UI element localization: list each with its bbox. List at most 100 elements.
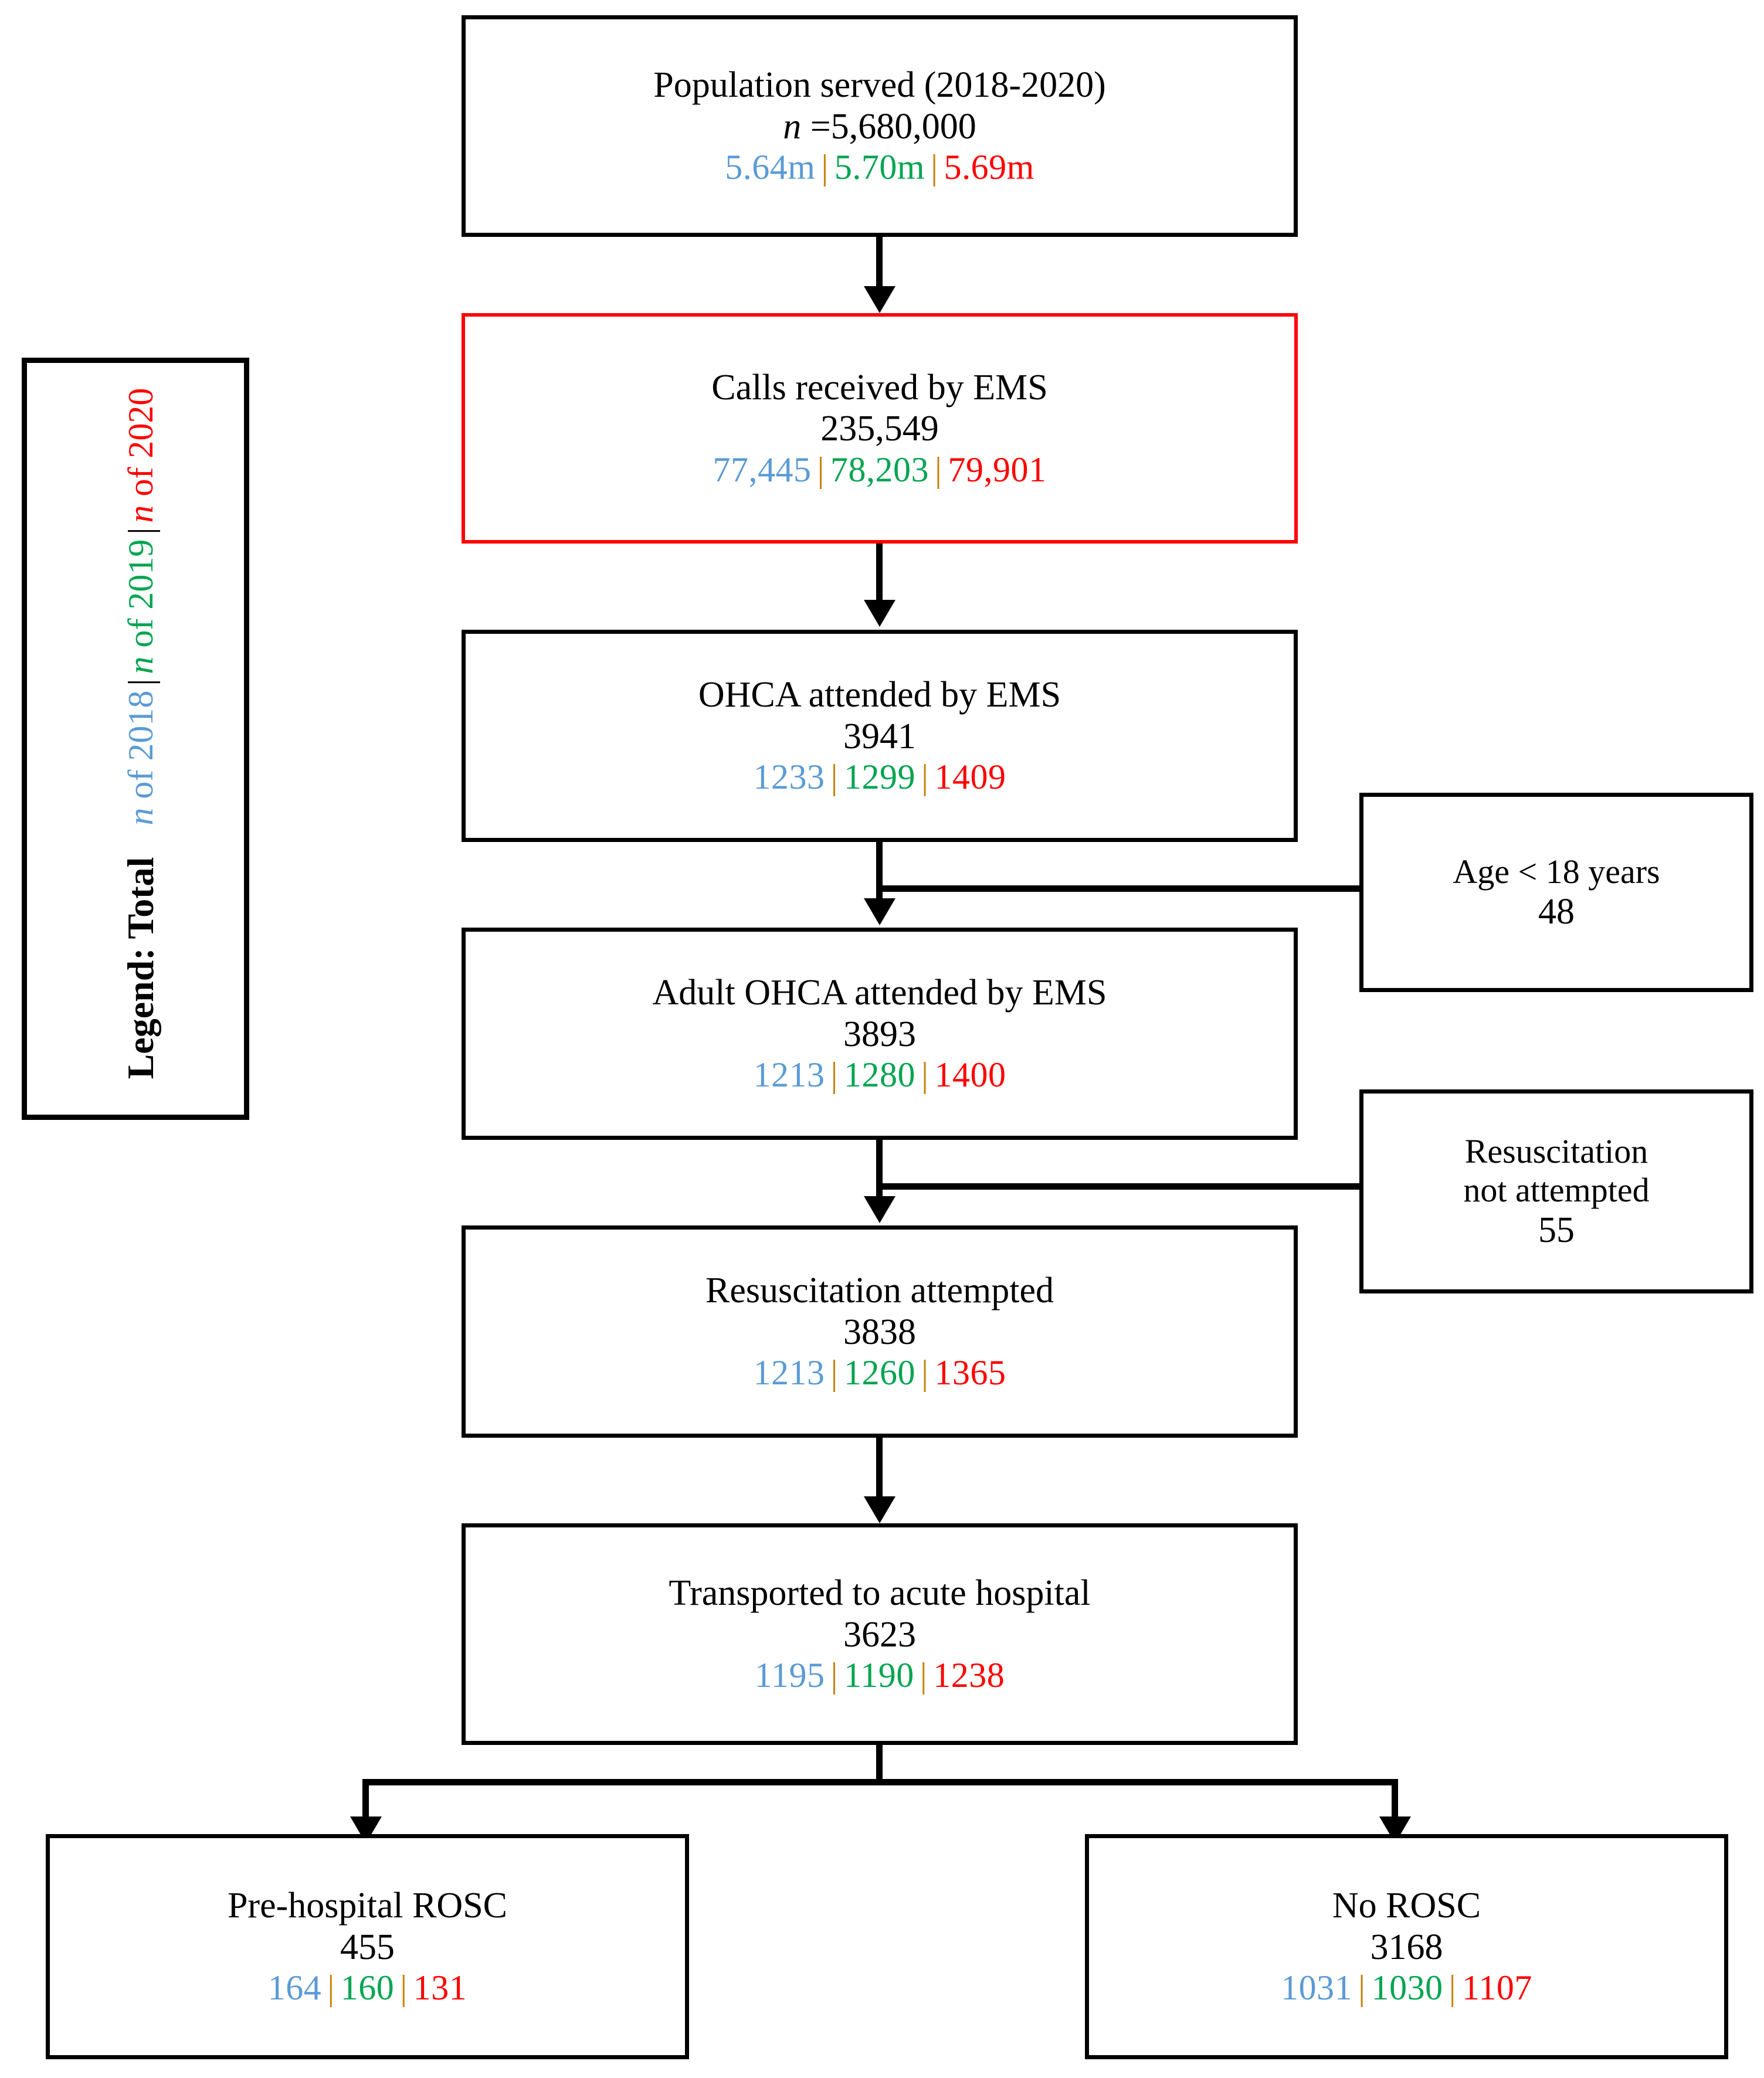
connector-calls-to-ohca bbox=[876, 544, 883, 605]
connector-outcome-split-bar bbox=[362, 1779, 1398, 1785]
legend-separator-2: | bbox=[121, 527, 160, 535]
connector-split-right bbox=[1392, 1779, 1398, 1825]
transported-2018: 1195 bbox=[754, 1656, 825, 1695]
node-age-under-18: Age < 18 years 48 bbox=[1359, 793, 1753, 992]
legend-box: Legend: Total n of 2018|n of 2019|n of 2… bbox=[22, 358, 249, 1120]
prehospital-rosc-title: Pre-hospital ROSC bbox=[227, 1886, 508, 1926]
arrowhead-resus-to-transported bbox=[864, 1496, 895, 1523]
calls-sep-1: | bbox=[817, 450, 825, 489]
ohca-sep-2: | bbox=[921, 758, 929, 797]
prehospital-rosc-2018: 164 bbox=[267, 1968, 322, 2008]
transported-title: Transported to acute hospital bbox=[669, 1573, 1091, 1614]
transported-2020: 1238 bbox=[933, 1656, 1005, 1695]
resus-not-attempted-title-2: not attempted bbox=[1463, 1170, 1650, 1209]
transported-2019: 1190 bbox=[844, 1656, 914, 1695]
no-rosc-by-year: 1031|1030|1107 bbox=[1281, 1968, 1532, 2008]
node-calls-received: Calls received by EMS 235,549 77,445|78,… bbox=[462, 313, 1298, 544]
calls-total: 235,549 bbox=[820, 409, 939, 449]
connector-ohca-to-adult bbox=[876, 842, 883, 903]
connector-split-left bbox=[362, 1779, 369, 1825]
legend-content: Legend: Total n of 2018|n of 2019|n of 2… bbox=[27, 352, 255, 1115]
adult-ohca-by-year: 1213|1280|1400 bbox=[753, 1055, 1006, 1095]
resus-attempted-2019: 1260 bbox=[844, 1353, 915, 1393]
arrowhead-ohca-to-adult bbox=[864, 898, 895, 925]
legend-years: n of 2018 | n of 2019 | n of 2020 bbox=[121, 388, 161, 826]
prehospital-rosc-sep-2: | bbox=[400, 1968, 408, 2008]
arrowhead-calls-to-ohca bbox=[864, 600, 895, 627]
population-sep-1: | bbox=[821, 148, 829, 187]
ohca-sep-1: | bbox=[830, 758, 838, 797]
population-2018: 5.64m bbox=[725, 148, 816, 187]
ohca-by-year: 1233|1299|1409 bbox=[753, 757, 1006, 797]
prehospital-rosc-sep-1: | bbox=[327, 1968, 335, 2008]
population-total: n =5,680,000 bbox=[783, 106, 976, 147]
node-transported-to-hospital: Transported to acute hospital 3623 1195|… bbox=[462, 1523, 1298, 1745]
calls-sep-2: | bbox=[935, 450, 942, 489]
arrowhead-population-to-calls bbox=[864, 286, 895, 313]
ohca-2019: 1299 bbox=[844, 758, 915, 797]
legend-separator-1: | bbox=[121, 678, 160, 686]
node-prehospital-rosc: Pre-hospital ROSC 455 164|160|131 bbox=[46, 1834, 689, 2059]
adult-ohca-title: Adult OHCA attended by EMS bbox=[652, 973, 1107, 1013]
node-population-served: Population served (2018-2020) n =5,680,0… bbox=[462, 15, 1298, 237]
population-by-year: 5.64m|5.70m|5.69m bbox=[725, 147, 1034, 187]
adult-ohca-2018: 1213 bbox=[753, 1055, 825, 1095]
calls-title: Calls received by EMS bbox=[711, 367, 1048, 408]
legend-heading-line2: Total bbox=[119, 857, 161, 939]
age-under-18-total: 48 bbox=[1538, 891, 1575, 932]
connector-transported-stem bbox=[876, 1745, 883, 1784]
legend-heading-line1: Legend: bbox=[119, 948, 161, 1079]
calls-2020: 79,901 bbox=[948, 450, 1047, 489]
connector-adult-to-resus bbox=[876, 1140, 883, 1201]
calls-2019: 78,203 bbox=[830, 450, 929, 489]
resus-attempted-sep-1: | bbox=[830, 1353, 838, 1393]
resus-attempted-title: Resuscitation attempted bbox=[705, 1271, 1054, 1311]
node-adult-ohca: Adult OHCA attended by EMS 3893 1213|128… bbox=[462, 928, 1298, 1140]
age-under-18-title: Age < 18 years bbox=[1453, 852, 1660, 891]
transported-sep-2: | bbox=[920, 1656, 928, 1695]
connector-resus-to-transported bbox=[876, 1438, 883, 1502]
arrowhead-adult-to-resus bbox=[864, 1196, 895, 1223]
population-2020: 5.69m bbox=[944, 148, 1034, 187]
legend-n-2019: n of 2019 bbox=[121, 539, 160, 674]
ohca-2018: 1233 bbox=[753, 758, 825, 797]
ohca-2020: 1409 bbox=[934, 758, 1006, 797]
legend-n-2018: n of 2018 bbox=[121, 690, 160, 826]
transported-total: 3623 bbox=[843, 1614, 916, 1655]
calls-by-year: 77,445|78,203|79,901 bbox=[713, 450, 1046, 490]
population-title: Population served (2018-2020) bbox=[653, 65, 1106, 106]
node-ohca-attended: OHCA attended by EMS 3941 1233|1299|1409 bbox=[462, 630, 1298, 842]
adult-ohca-sep-2: | bbox=[921, 1055, 929, 1095]
transported-by-year: 1195|1190|1238 bbox=[755, 1655, 1005, 1695]
no-rosc-2018: 1031 bbox=[1281, 1968, 1353, 2008]
resus-not-attempted-total: 55 bbox=[1538, 1210, 1575, 1250]
legend-heading: Legend: Total bbox=[120, 857, 161, 1079]
resus-attempted-2020: 1365 bbox=[934, 1353, 1006, 1393]
population-2019: 5.70m bbox=[834, 148, 925, 187]
no-rosc-title: No ROSC bbox=[1332, 1886, 1481, 1926]
population-sep-2: | bbox=[931, 148, 938, 187]
no-rosc-total: 3168 bbox=[1370, 1927, 1443, 1967]
adult-ohca-2019: 1280 bbox=[844, 1055, 915, 1095]
connector-population-to-calls bbox=[876, 237, 883, 292]
resus-attempted-total: 3838 bbox=[843, 1312, 916, 1352]
prehospital-rosc-total: 455 bbox=[340, 1927, 395, 1967]
node-resuscitation-attempted: Resuscitation attempted 3838 1213|1260|1… bbox=[462, 1225, 1298, 1438]
resus-not-attempted-title-1: Resuscitation bbox=[1464, 1132, 1648, 1170]
node-no-rosc: No ROSC 3168 1031|1030|1107 bbox=[1085, 1834, 1728, 2059]
ohca-total: 3941 bbox=[843, 716, 916, 756]
resus-attempted-sep-2: | bbox=[921, 1353, 929, 1393]
prehospital-rosc-by-year: 164|160|131 bbox=[268, 1968, 467, 2008]
calls-2018: 77,445 bbox=[713, 450, 812, 489]
legend-n-2020: n of 2020 bbox=[121, 388, 160, 523]
no-rosc-2020: 1107 bbox=[1462, 1968, 1532, 2008]
adult-ohca-total: 3893 bbox=[843, 1014, 916, 1054]
transported-sep-1: | bbox=[830, 1656, 838, 1695]
no-rosc-2019: 1030 bbox=[1371, 1968, 1443, 2008]
connector-ohca-to-age-under-18 bbox=[876, 885, 1363, 892]
resus-attempted-by-year: 1213|1260|1365 bbox=[753, 1353, 1006, 1393]
adult-ohca-sep-1: | bbox=[830, 1055, 838, 1095]
prehospital-rosc-2020: 131 bbox=[413, 1968, 467, 2008]
no-rosc-sep-1: | bbox=[1358, 1968, 1366, 2008]
